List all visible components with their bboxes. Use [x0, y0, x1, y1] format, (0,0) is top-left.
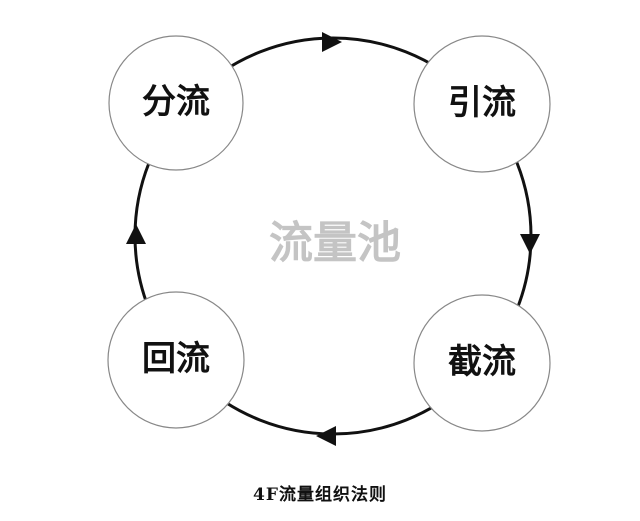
node-fenliu-label: 分流	[142, 82, 210, 122]
center-label: 流量池	[269, 218, 401, 269]
node-huiliu: 回流	[107, 291, 245, 429]
arrow-top	[322, 32, 342, 52]
node-yinliu-circle	[413, 35, 551, 173]
diagram-caption: 4F流量组织法则	[253, 485, 387, 505]
node-jieliu: 截流	[413, 294, 551, 432]
node-huiliu-circle	[107, 291, 245, 429]
node-huiliu-label: 回流	[142, 339, 210, 379]
node-fenliu-circle	[108, 35, 244, 171]
arrow-left	[126, 224, 146, 244]
node-yinliu: 引流	[413, 35, 551, 173]
arrow-bottom	[316, 426, 336, 446]
node-jieliu-label: 截流	[448, 342, 516, 382]
node-fenliu: 分流	[108, 35, 244, 171]
node-jieliu-circle	[413, 294, 551, 432]
node-yinliu-label: 引流	[448, 83, 516, 123]
arrow-right	[520, 234, 540, 254]
